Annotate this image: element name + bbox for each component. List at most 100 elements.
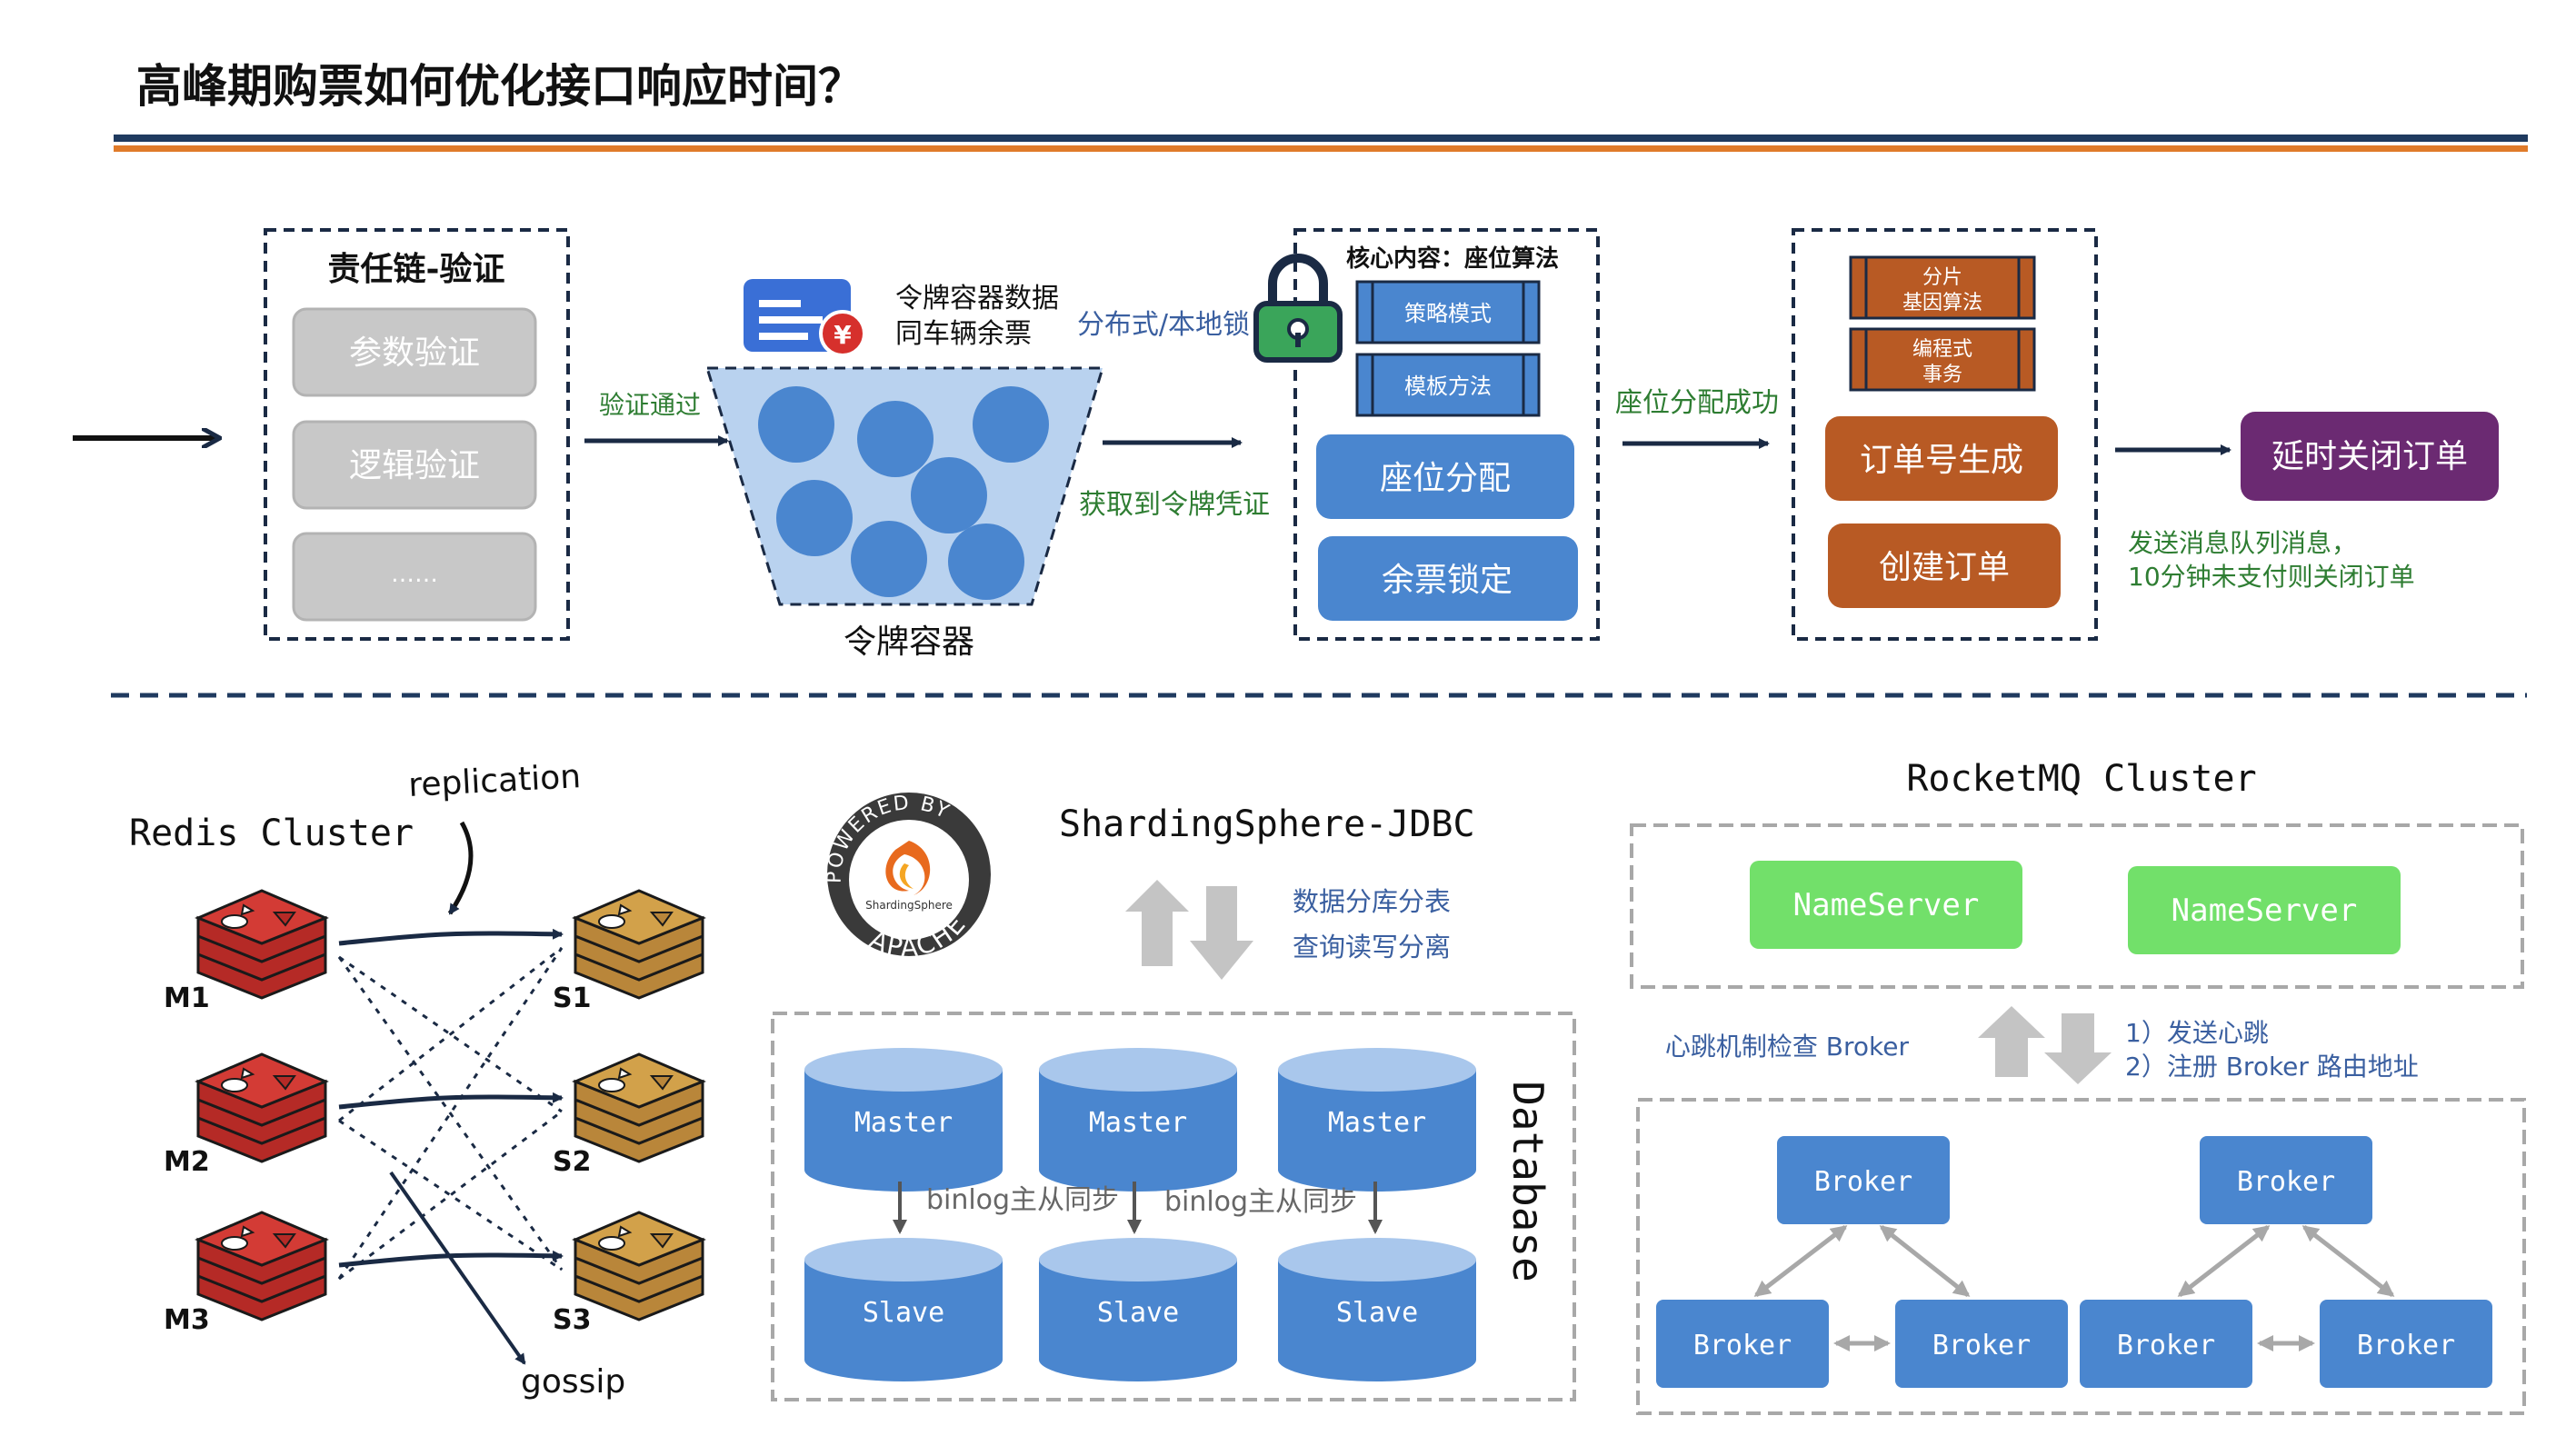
page-title: 高峰期购票如何优化接口响应时间？ [136, 59, 864, 113]
heartbeat-label: 心跳机制检查 Broker [1665, 1032, 1910, 1062]
sync-label-1: binlog主从同步 [926, 1184, 1119, 1216]
gossip-label: gossip [521, 1363, 625, 1401]
bucket-note-line1: 令牌容器数据 [895, 283, 1059, 314]
master-db: Master [1039, 1048, 1237, 1192]
broker-node [2080, 1300, 2252, 1388]
redis-slave-label: S1 [553, 982, 591, 1014]
broker-link [2177, 1225, 2271, 1297]
id-card-yen-icon: ¥ [744, 279, 866, 357]
broker-link [2301, 1225, 2395, 1297]
token [857, 401, 934, 477]
shard-line1: 分片 [1922, 266, 1962, 289]
master-db-label: Master [1089, 1107, 1187, 1139]
order-no-box [1825, 416, 2058, 501]
broker-label: Broker [2237, 1166, 2335, 1198]
ticket-lock-label: 余票锁定 [1382, 562, 1513, 599]
redis-master-node [195, 889, 329, 1000]
broker-node [1777, 1136, 1950, 1224]
token [948, 524, 1024, 600]
gossip-link [337, 956, 564, 1271]
bucket-note-line2: 同车辆余票 [895, 318, 1032, 350]
delay-close-box [2241, 412, 2499, 501]
template-method-box [1355, 353, 1541, 417]
gossip-link [338, 1110, 563, 1281]
redis-slave-node [572, 889, 706, 1000]
seat-assign-box [1316, 434, 1574, 519]
database-box [771, 1012, 1576, 1401]
slave-db: Slave [1039, 1238, 1237, 1381]
broker-node [1895, 1300, 2068, 1388]
broker-node [2320, 1300, 2492, 1388]
gossip-arrow [389, 1171, 526, 1365]
nameserver-2 [2128, 866, 2401, 954]
slave-db-label: Slave [1097, 1297, 1179, 1329]
gossip-link [338, 946, 563, 1122]
redis-slave-node [572, 1211, 706, 1321]
chain-title: 责任链-验证 [328, 250, 505, 288]
gossip-link [338, 1119, 563, 1271]
nameserver-2-label: NameServer [2172, 893, 2358, 929]
broker-label: Broker [1932, 1330, 2031, 1361]
create-order-box [1828, 524, 2061, 608]
strategy-pattern-box [1355, 280, 1541, 344]
tx-line2: 事务 [1922, 364, 1962, 386]
broker-label: Broker [2357, 1330, 2455, 1361]
sharding-title: ShardingSphere-JDBC [1059, 803, 1475, 845]
redis-master-label: M2 [164, 1146, 210, 1178]
token [758, 386, 834, 463]
broker-label: Broker [2117, 1330, 2215, 1361]
database-label: Database [1503, 1081, 1553, 1282]
shard-gene-box [1849, 255, 2036, 320]
core-seat-algorithm-box: 核心内容：座位算法 策略模式 模板方法 座位分配 余票锁定 [1253, 228, 1600, 641]
token [851, 521, 927, 597]
gossip-link [337, 947, 564, 1280]
redis-master-label: M3 [164, 1304, 210, 1336]
tx-line1: 编程式 [1912, 338, 1972, 361]
chain-step-more [292, 532, 537, 622]
title-rule-navy [114, 135, 2528, 142]
sharding-desc-line2: 查询读写分离 [1293, 932, 1451, 962]
master-db-label: Master [1328, 1107, 1426, 1139]
sharding-sphere: POWERED BY APACHE ShardingSphere Shardin… [771, 792, 1576, 1401]
chain-step-more-label: …… [391, 561, 438, 588]
delay-close-label: 延时关闭订单 [2271, 438, 2468, 475]
replication-label: replication [407, 758, 582, 804]
create-order-label: 创建订单 [1879, 549, 2010, 586]
slave-db: Slave [804, 1238, 1003, 1381]
broker-box [1636, 1098, 2526, 1415]
rocketmq-title: RocketMQ Cluster [1906, 758, 2256, 800]
slave-db: Slave [1278, 1238, 1476, 1381]
redis-title: Redis Cluster [129, 813, 414, 854]
nameserver-1 [1750, 861, 2022, 949]
broker-link [1753, 1225, 1848, 1297]
nameserver-1-label: NameServer [1793, 887, 1980, 923]
replication-pointer [447, 821, 474, 915]
redis-master-node [195, 1211, 329, 1321]
sharding-desc-line1: 数据分库分表 [1293, 886, 1451, 917]
token-label: 获取到令牌凭证 [1079, 489, 1270, 521]
seat-assign-label: 座位分配 [1380, 460, 1511, 497]
label-validation-pass: 验证通过 [599, 390, 701, 420]
broker-link [1879, 1225, 1971, 1297]
step-2: 2）注册 Broker 路由地址 [2125, 1052, 2419, 1082]
up-down-arrows-icon [1125, 880, 1253, 980]
chain-step-param [292, 307, 537, 397]
programmatic-tx-box [1849, 327, 2036, 392]
padlock-icon [1253, 254, 1343, 363]
template-method-label: 模板方法 [1404, 374, 1492, 399]
apache-shardingsphere-logo: POWERED BY APACHE ShardingSphere [824, 792, 991, 962]
master-db: Master [804, 1048, 1003, 1192]
slave-db-label: Slave [1336, 1297, 1418, 1329]
master-db-label: Master [854, 1107, 953, 1139]
title-rule-orange [114, 145, 2528, 152]
chain-step-logic-label: 逻辑验证 [349, 447, 480, 484]
order-box: 分片 基因算法 编程式 事务 订单号生成 创建订单 [1792, 228, 2098, 641]
master-db: Master [1278, 1048, 1476, 1192]
seat-success-label: 座位分配成功 [1615, 387, 1779, 419]
token-bucket [704, 366, 1105, 606]
